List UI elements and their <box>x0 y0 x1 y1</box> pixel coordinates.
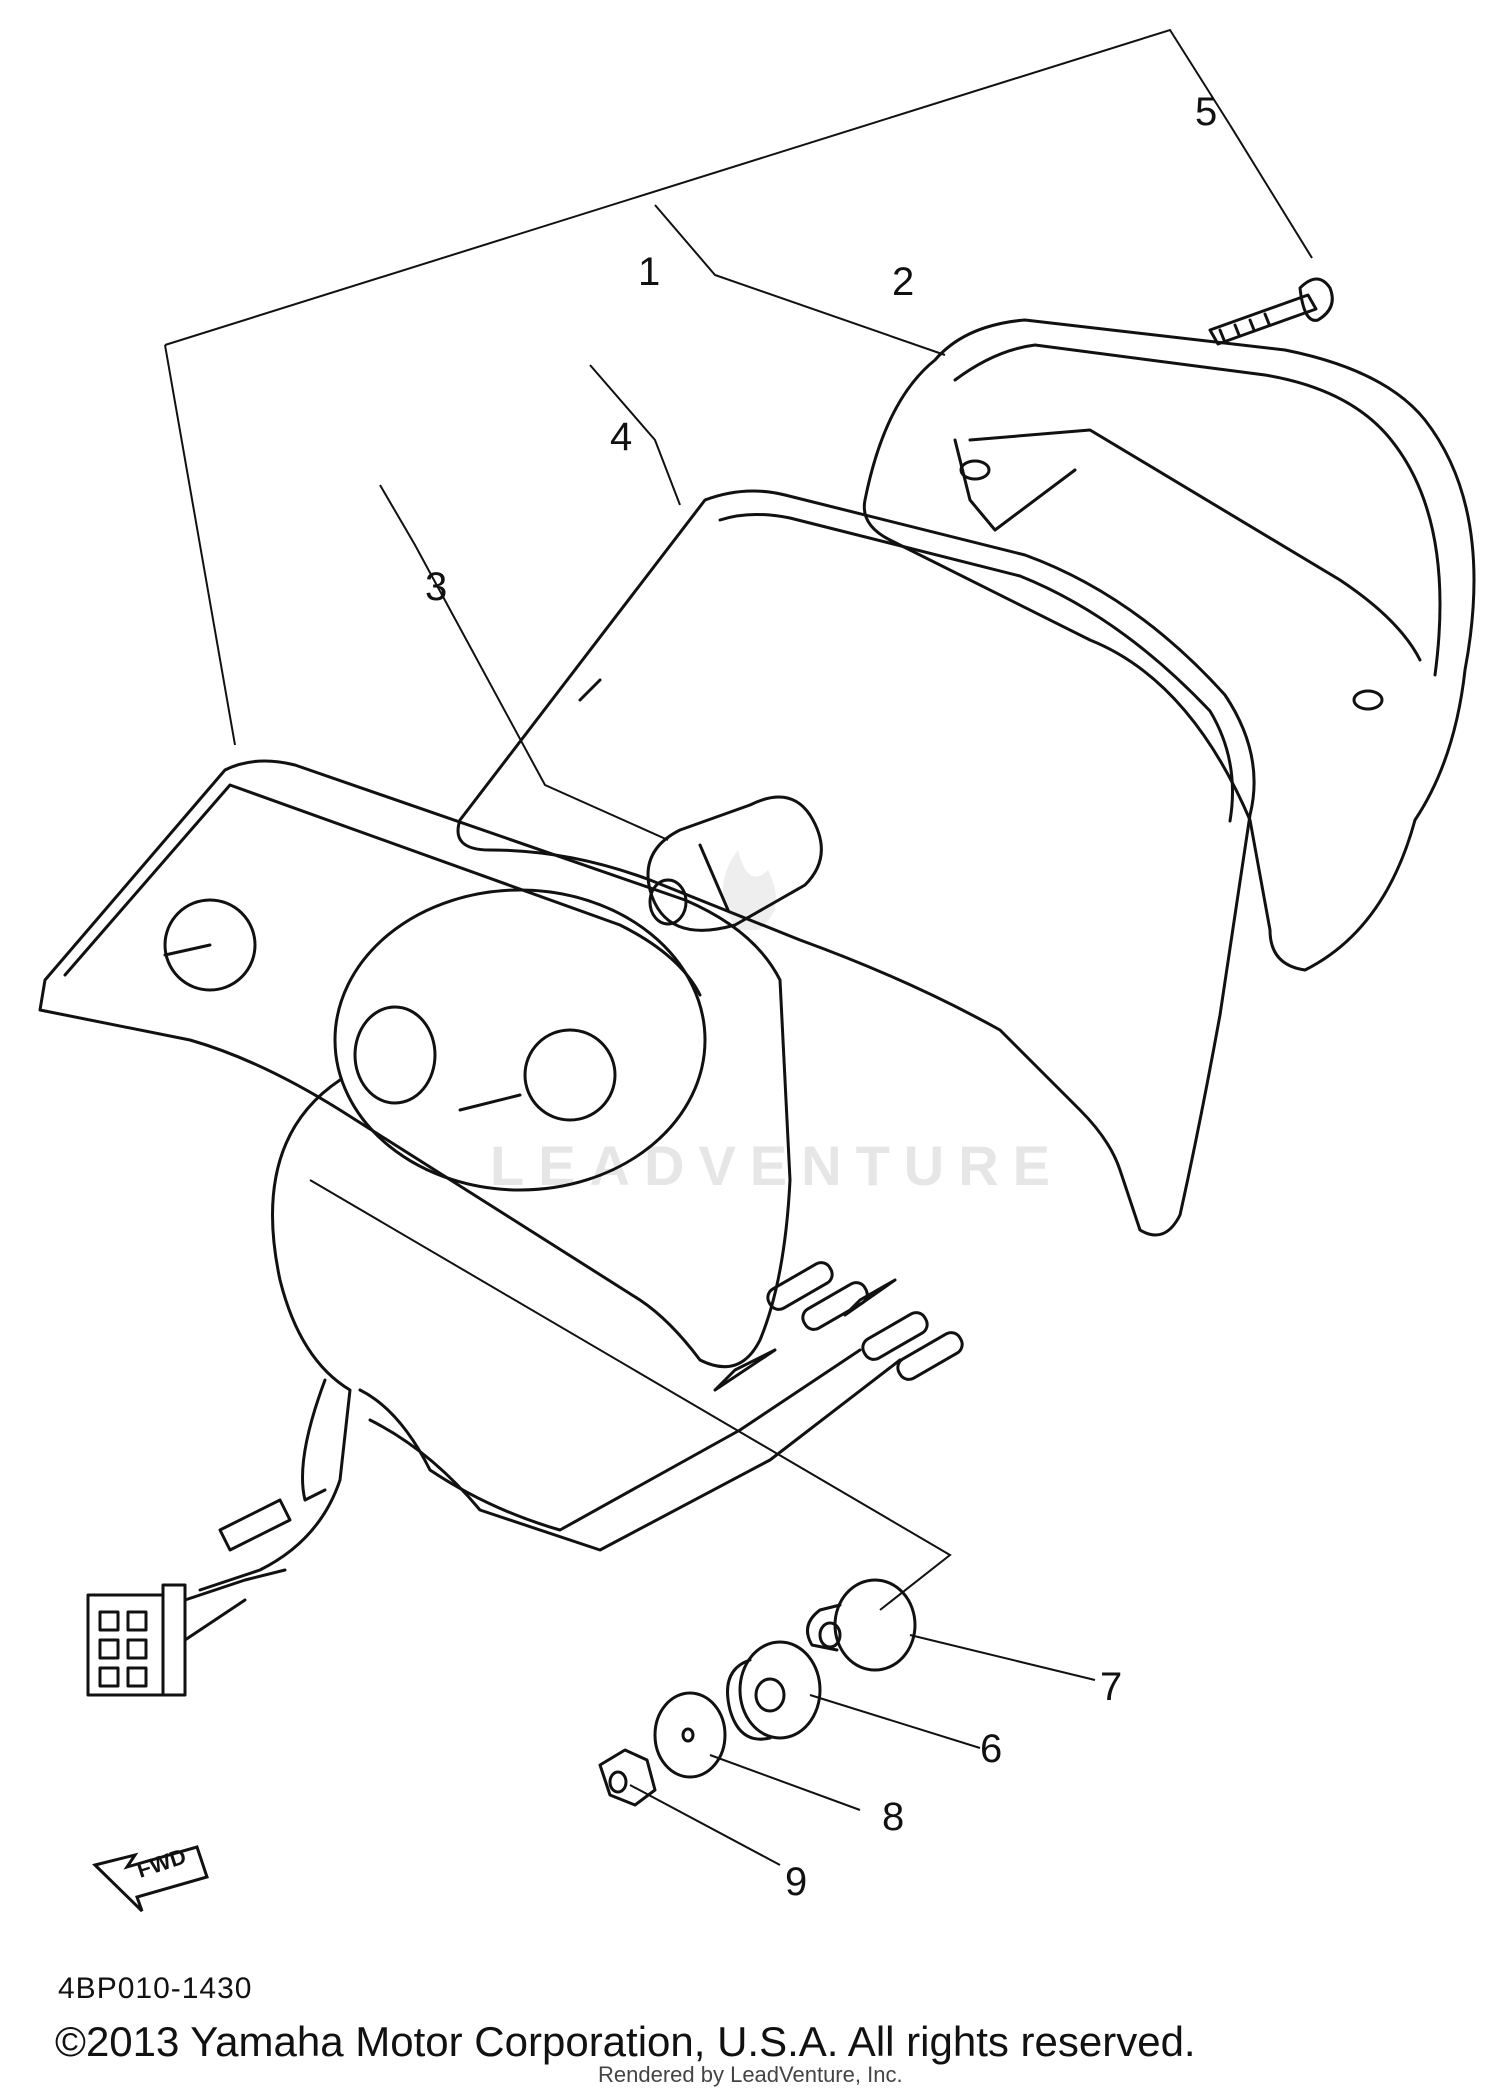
copyright-notice: ©2013 Yamaha Motor Corporation, U.S.A. A… <box>55 2018 1196 2065</box>
wiring-harness <box>198 1078 964 1592</box>
callout-1: 1 <box>638 250 660 294</box>
callout-3: 3 <box>425 565 447 609</box>
connector <box>86 1568 287 1697</box>
callout-5: 5 <box>1195 90 1217 134</box>
callout-7: 7 <box>1100 1665 1122 1709</box>
grommet-part-6 <box>726 1640 822 1741</box>
callout-9: 9 <box>785 1860 807 1904</box>
assembly-leader-lines <box>164 28 1313 1866</box>
figure-code: 4BP010-1430 <box>58 1972 253 2005</box>
callout-8: 8 <box>882 1795 904 1839</box>
washer-part-8 <box>653 1691 727 1779</box>
callout-6: 6 <box>980 1727 1002 1771</box>
callout-4: 4 <box>610 415 632 459</box>
lens-part-2 <box>862 318 1476 972</box>
screw-part-5 <box>1208 277 1334 346</box>
bulb-part-3 <box>646 795 823 932</box>
rendered-by-credit: Rendered by LeadVenture, Inc. <box>598 2062 903 2087</box>
fwd-label: FWD <box>134 1843 189 1882</box>
bushing-part-7 <box>806 1578 917 1672</box>
watermark-text: LEADVENTURE <box>490 1134 1064 1197</box>
fwd-arrow-icon: FWD <box>92 1843 209 1913</box>
nut-part-9 <box>598 1748 657 1807</box>
housing-part-1 <box>38 759 792 1369</box>
callout-2: 2 <box>892 260 914 304</box>
gasket-part-4 <box>456 489 1256 1237</box>
callout-numbers: 1 2 3 4 5 6 7 8 9 <box>425 90 1217 1904</box>
